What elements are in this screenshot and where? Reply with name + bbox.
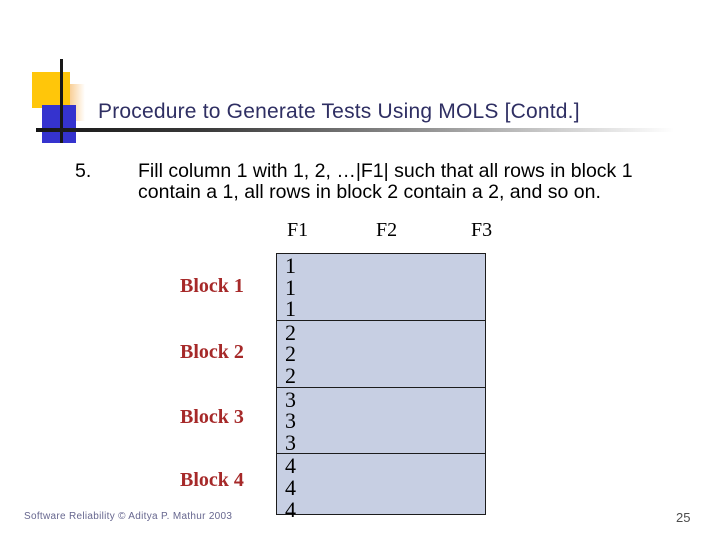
cell-value: 2 xyxy=(285,319,296,345)
column-header-f2: F2 xyxy=(376,219,398,241)
cell-value: 1 xyxy=(285,253,296,278)
column-header-f3: F3 xyxy=(471,219,493,241)
table-row-block-3: 3 3 3 xyxy=(277,386,485,455)
step-number: 5. xyxy=(75,160,92,182)
column-header-f1: F1 xyxy=(287,219,309,241)
page-title: Procedure to Generate Tests Using MOLS [… xyxy=(98,100,580,123)
title-underline-rule xyxy=(36,128,708,132)
block-1-label: Block 1 xyxy=(180,275,244,297)
vertical-line-decoration xyxy=(60,59,63,143)
cell-value: 2 xyxy=(285,341,296,367)
cell-value: 3 xyxy=(285,429,296,455)
block-3-label: Block 3 xyxy=(180,406,244,428)
table-row-block-2: 2 2 2 xyxy=(277,319,485,388)
cell-value: 1 xyxy=(285,296,296,322)
footer-credit: Software Reliability © Aditya P. Mathur … xyxy=(24,511,233,522)
cell-value: 3 xyxy=(285,408,296,434)
step-text: Fill column 1 with 1, 2, …|F1| such that… xyxy=(138,160,633,203)
yellow-square-decoration xyxy=(32,72,70,108)
table-row-block-4: 4 4 4 xyxy=(277,453,485,520)
cell-value: 4 xyxy=(285,496,296,522)
cell-value: 1 xyxy=(285,274,296,300)
cell-value: 2 xyxy=(285,362,296,388)
table-row-block-1: 1 1 1 xyxy=(277,254,485,320)
blue-square-decoration xyxy=(42,105,76,143)
mols-table: 1 1 1 2 2 2 3 3 3 4 4 4 xyxy=(276,253,486,520)
block-4-label: Block 4 xyxy=(180,469,244,491)
cell-value: 4 xyxy=(285,474,296,500)
page-number: 25 xyxy=(676,510,691,525)
block-2-label: Block 2 xyxy=(180,341,244,363)
cell-value: 4 xyxy=(285,453,296,479)
cell-value: 3 xyxy=(285,386,296,412)
step-item: 5. Fill column 1 with 1, 2, …|F1| such t… xyxy=(75,161,698,203)
